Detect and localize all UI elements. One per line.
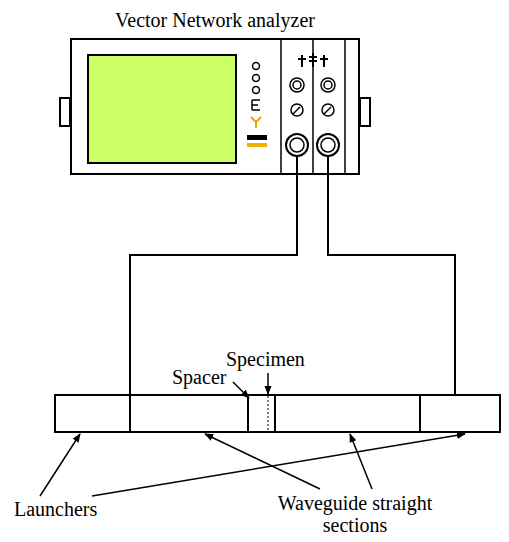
slot	[247, 143, 267, 147]
knob	[291, 104, 303, 116]
leader-arrow	[267, 373, 269, 394]
part-label: Waveguide straight sections	[266, 492, 444, 536]
slot	[247, 135, 267, 140]
cable	[328, 156, 455, 395]
specimen	[267, 396, 269, 431]
leader-arrow	[205, 434, 320, 489]
panel-divider	[280, 39, 282, 174]
port	[317, 134, 339, 156]
port	[290, 138, 304, 152]
leader-arrow	[40, 434, 80, 496]
indicator-symbol	[251, 117, 261, 128]
handle	[60, 98, 70, 126]
connector	[321, 78, 335, 92]
spacer-edge	[274, 395, 276, 432]
part-label: Launchers	[14, 498, 97, 520]
part-label: Specimen	[226, 348, 305, 370]
spacer-edge	[247, 395, 249, 432]
handle	[360, 98, 370, 126]
button	[253, 87, 260, 94]
port	[321, 138, 335, 152]
waveguide-assembly	[55, 395, 500, 432]
panel-divider	[344, 39, 346, 174]
connector	[324, 81, 332, 89]
connector	[290, 78, 304, 92]
launcher-joint	[129, 395, 131, 432]
switch-symbol	[252, 100, 260, 110]
leader-arrow	[350, 434, 372, 489]
button	[253, 75, 260, 82]
screen	[88, 55, 236, 163]
knob	[322, 104, 334, 116]
port-symbol	[298, 53, 328, 67]
port	[286, 134, 308, 156]
knob	[324, 107, 331, 114]
button	[253, 63, 260, 70]
part-label: Spacer	[172, 366, 226, 388]
analyzer-box: Vector Network analyzer	[70, 38, 360, 175]
device-title: Vector Network analyzer	[115, 8, 315, 32]
knob	[293, 107, 300, 114]
launcher-joint	[419, 395, 421, 432]
leader-arrow	[233, 382, 249, 398]
connector	[293, 81, 301, 89]
leader-arrow	[92, 434, 465, 496]
